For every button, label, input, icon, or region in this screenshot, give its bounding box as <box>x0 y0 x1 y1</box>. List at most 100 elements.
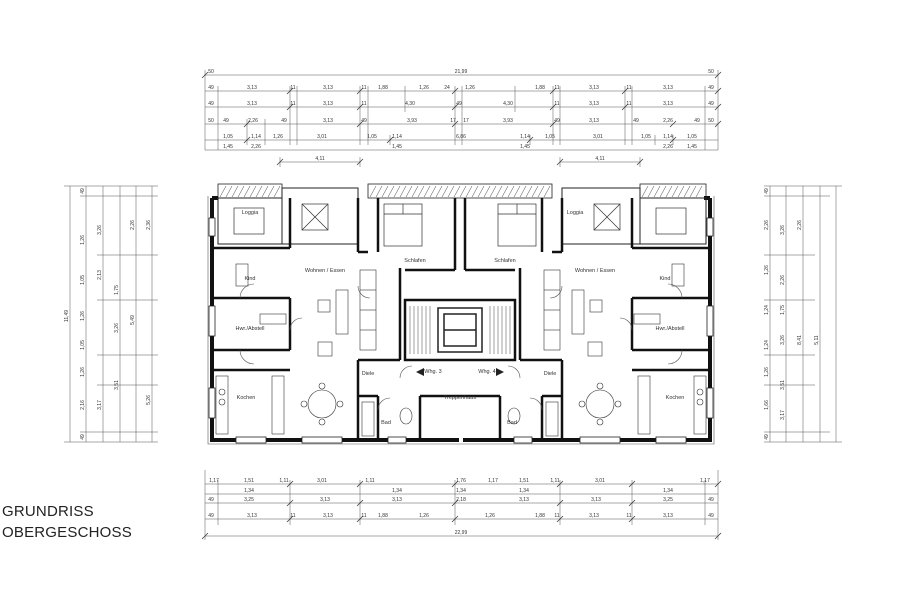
dim-bot-r3-1: 3,25 <box>244 497 254 503</box>
room-hwr-right: Hwr./Abstell <box>655 326 684 332</box>
room-whg4: Whg. 4 <box>478 369 495 375</box>
dim-right-b0: 3,26 <box>780 225 786 235</box>
dim-bot-r4-5: 1,88 <box>378 513 388 519</box>
room-loggia-right: Loggia <box>567 210 584 216</box>
dim-right-c0: 2,26 <box>797 220 803 230</box>
dim-top-r3-0: 49 <box>208 101 214 107</box>
top-dimension-ticks <box>201 71 722 166</box>
dim-bot-r2-1: 1,34 <box>392 488 402 494</box>
dim-bot-r3-6: 3,13 <box>591 497 601 503</box>
right-dimension-chains <box>764 185 842 443</box>
interior-walls <box>212 198 710 440</box>
room-schlafen-right: Schlafen <box>494 258 515 264</box>
dim-top-r6-4: 2,26 <box>663 144 673 150</box>
top-dimension-chains <box>204 70 719 167</box>
furniture-beds <box>383 203 537 247</box>
dim-top-r4-5: 49 <box>361 118 367 124</box>
room-wohnen-right: Wohnen / Essen <box>575 268 615 274</box>
dim-top-edge-l: 50 <box>208 69 214 75</box>
dim-bot-r4-7: 1,26 <box>485 513 495 519</box>
dim-left-b1: 2,13 <box>97 270 103 280</box>
dim-top-r5-1: 1,14 <box>251 134 261 140</box>
dim-top-r5-0: 1,05 <box>223 134 233 140</box>
elevator-shaft <box>437 307 483 353</box>
furniture-dining <box>300 382 622 426</box>
dim-left-b5: 3,17 <box>97 400 103 410</box>
dim-right-b2: 1,75 <box>780 305 786 315</box>
room-treppenhaus: Treppenhaus <box>444 395 476 401</box>
dim-left-b4: 3,51 <box>114 380 120 390</box>
dim-top-r2-10: 11 <box>554 85 559 91</box>
dim-top-r5-8: 1,05 <box>545 134 555 140</box>
entrance-arrows <box>416 368 504 376</box>
dim-top-total: 21,99 <box>455 69 468 75</box>
drawing-title-line2: OBERGESCHOSS <box>2 524 132 541</box>
dim-right-a5: 1,26 <box>764 367 770 377</box>
dim-top-r4-2: 2,26 <box>248 118 258 124</box>
dim-top-r3-7: 4,30 <box>503 101 513 107</box>
dim-top-r4-4: 3,13 <box>323 118 333 124</box>
dim-top-r2-3: 3,13 <box>323 85 333 91</box>
dim-top-r2-11: 3,13 <box>589 85 599 91</box>
dim-top-r4-14: 49 <box>694 118 700 124</box>
dim-right-b4: 3,51 <box>780 380 786 390</box>
windows <box>208 217 714 444</box>
dim-bot-r3-3: 3,13 <box>392 497 402 503</box>
dim-bot-r4-8: 1,88 <box>535 513 545 519</box>
room-diele-left: Diele <box>362 371 375 377</box>
dim-bot-r3-5: 3,13 <box>519 497 529 503</box>
room-diele-right: Diele <box>544 371 557 377</box>
dim-left-b3: 3,26 <box>114 323 120 333</box>
dim-bot-r2-3: 1,34 <box>519 488 529 494</box>
bottom-dimension-chains <box>204 470 719 540</box>
dim-bot-r4-1: 3,13 <box>247 513 257 519</box>
dim-top-r5-6: 6,86 <box>456 134 466 140</box>
dim-bot-r1-4: 1,11 <box>365 478 375 484</box>
dim-top-r2-7: 24 <box>444 85 450 91</box>
dim-bot-r3-0: 49 <box>208 497 214 503</box>
dim-top-r2-9: 1,88 <box>535 85 545 91</box>
dim-right-a3: 1,24 <box>764 305 770 315</box>
dim-right-a6: 1,66 <box>764 400 770 410</box>
dim-top-r3-10: 11 <box>626 101 631 107</box>
dim-top-r2-5: 1,88 <box>378 85 388 91</box>
dim-top-r3-9: 3,13 <box>589 101 599 107</box>
dim-bot-r3-8: 49 <box>708 497 714 503</box>
dim-top-r5-4: 1,05 <box>367 134 377 140</box>
room-kochen-right: Kochen <box>666 395 685 401</box>
dim-bot-r4-0: 49 <box>208 513 214 519</box>
dim-top-r2-6: 1,26 <box>419 85 429 91</box>
dim-top-r6-3: 1,45 <box>520 144 530 150</box>
dim-right-c1: 8,41 <box>797 335 803 345</box>
room-bad-left: Bad <box>381 420 391 426</box>
dim-top-r5-3: 3,01 <box>317 134 327 140</box>
dim-bot-r1-8: 1,11 <box>550 478 560 484</box>
dim-left-b0: 3,26 <box>97 225 103 235</box>
dim-left-a3: 1,26 <box>80 311 86 321</box>
dim-top-edge-r: 50 <box>708 69 714 75</box>
dim-right-b5: 3,17 <box>780 410 786 420</box>
dim-left-c3: 2,36 <box>146 220 152 230</box>
dim-bot-r4-6: 1,26 <box>419 513 429 519</box>
dim-top-r4-9: 3,93 <box>503 118 513 124</box>
dim-bot-r4-11: 11 <box>626 513 631 519</box>
dim-left-b2: 1,75 <box>114 285 120 295</box>
dim-left-total: 11,49 <box>64 310 70 322</box>
room-kochen-left: Kochen <box>237 395 256 401</box>
dim-top-r4-3: 49 <box>281 118 287 124</box>
dim-top-r3-11: 3,13 <box>663 101 673 107</box>
room-labels: Loggia Loggia Kind Kind Wohnen / Essen W… <box>235 210 684 426</box>
dim-top-r6-0: 1,45 <box>223 144 233 150</box>
dim-left-a7: 49 <box>80 434 86 440</box>
dim-top-r5-7: 1,14 <box>520 134 530 140</box>
dim-top-r4-6: 3,93 <box>407 118 417 124</box>
dim-bot-r1-0: 1,17 <box>209 478 219 484</box>
top-facade-hatch <box>219 185 703 198</box>
dim-top-r3-6: 49 <box>456 101 462 107</box>
bottom-dimension-ticks <box>201 480 722 540</box>
furniture-kitchens <box>215 375 707 435</box>
dim-bot-r1-7: 1,51 <box>519 478 529 484</box>
dim-top-r2-14: 49 <box>708 85 714 91</box>
drawing-title-line1: GRUNDRISS <box>2 503 94 520</box>
dim-top-r6-5: 1,45 <box>687 144 697 150</box>
